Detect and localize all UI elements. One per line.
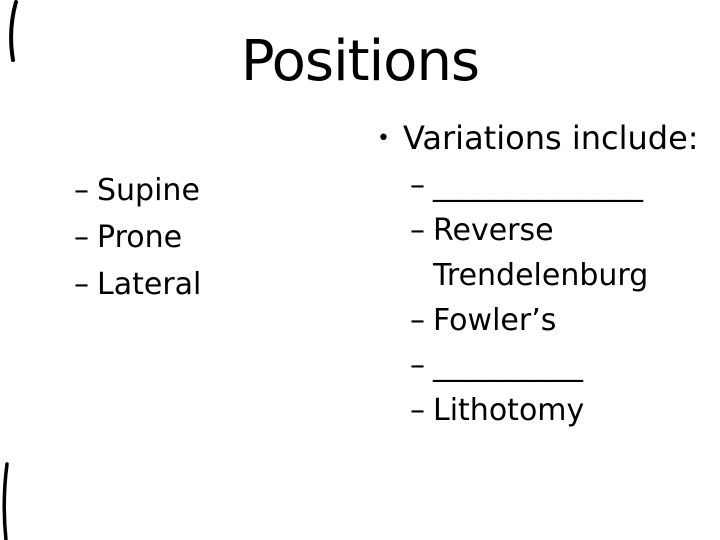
dash-bullet-icon: – bbox=[410, 393, 425, 428]
dot-bullet-icon: • bbox=[377, 126, 390, 151]
list-item-label: Reverse Trendelenburg bbox=[433, 213, 649, 293]
blank-line: __________ bbox=[433, 348, 583, 383]
list-item-fowlers: – Fowler’s bbox=[410, 298, 699, 343]
dash-bullet-icon: – bbox=[74, 267, 89, 302]
list-item-reverse-trendelenburg: – Reverse Trendelenburg bbox=[410, 208, 699, 298]
dash-bullet-icon: – bbox=[410, 168, 425, 203]
list-item-label: Fowler’s bbox=[433, 303, 557, 338]
dash-bullet-icon: – bbox=[74, 220, 89, 255]
list-item-lateral: – Lateral bbox=[74, 261, 201, 308]
dash-bullet-icon: – bbox=[410, 348, 425, 383]
variations-list: • Variations include: – ______________ –… bbox=[377, 116, 699, 433]
list-item-label: Lateral bbox=[97, 267, 202, 302]
dash-bullet-icon: – bbox=[410, 303, 425, 338]
list-item-supine: – Supine bbox=[74, 167, 201, 214]
variations-heading-label: Variations include: bbox=[403, 119, 699, 157]
dash-bullet-icon: – bbox=[410, 213, 425, 248]
list-item-label: Prone bbox=[97, 220, 183, 255]
blank-line: ______________ bbox=[433, 168, 643, 203]
left-edge-arc-bottom bbox=[2, 462, 9, 540]
variations-heading-row: • Variations include: bbox=[377, 116, 699, 161]
list-item-blank-2: – __________ bbox=[410, 343, 699, 388]
list-item-lithotomy: – Lithotomy bbox=[410, 388, 699, 433]
variations-sub-list: – ______________ – Reverse Trendelenburg… bbox=[410, 163, 699, 433]
page-title: Positions bbox=[240, 29, 480, 94]
list-item-prone: – Prone bbox=[74, 214, 201, 261]
list-item-label: Supine bbox=[97, 173, 200, 208]
list-item-label: Lithotomy bbox=[433, 393, 585, 428]
list-item-blank-1: – ______________ bbox=[410, 163, 699, 208]
dash-bullet-icon: – bbox=[74, 173, 89, 208]
positions-list: – Supine – Prone – Lateral bbox=[74, 167, 201, 308]
